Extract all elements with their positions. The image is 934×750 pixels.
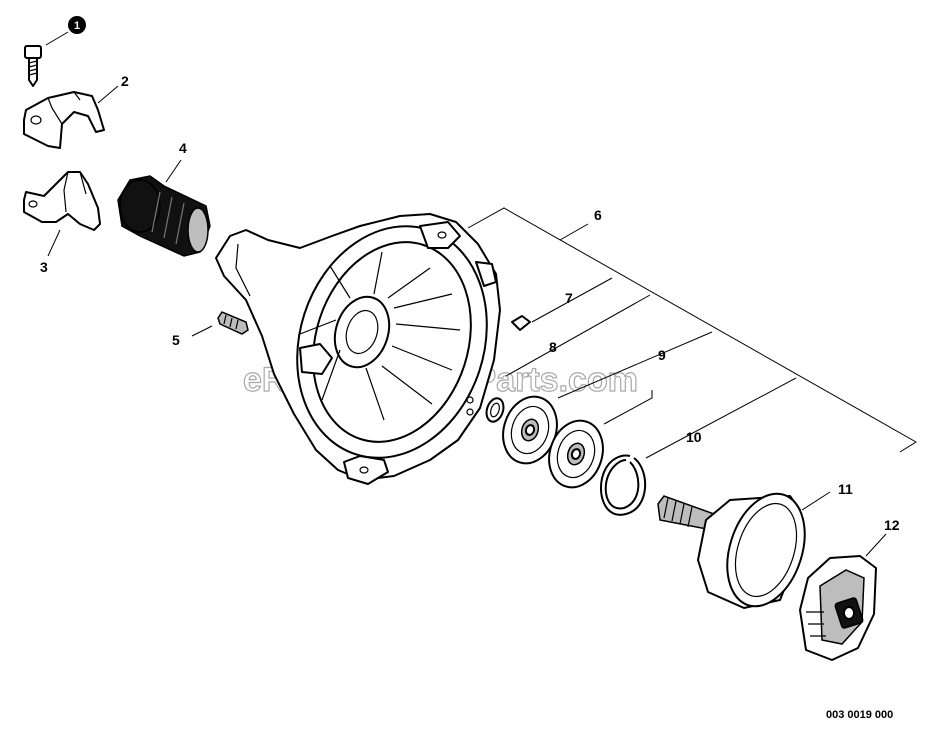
callout-11: 11 <box>838 481 853 497</box>
callout-badge-1: 1 <box>68 16 86 34</box>
part-4-sleeve <box>117 175 211 257</box>
callout-12: 12 <box>884 517 900 533</box>
callout-5: 5 <box>172 332 180 348</box>
callout-6: 6 <box>594 207 602 223</box>
leader-11 <box>801 491 831 511</box>
svg-text:1: 1 <box>74 20 80 32</box>
leader-2 <box>97 85 119 104</box>
part-1-bolt <box>24 45 42 87</box>
leader-6 <box>559 223 589 241</box>
leader-5 <box>191 325 213 337</box>
leader-8 <box>505 294 651 377</box>
leader-7 <box>531 277 613 323</box>
callout-8: 8 <box>549 339 557 355</box>
callout-10: 10 <box>686 429 702 445</box>
callout-9: 9 <box>658 347 666 363</box>
callout-3: 3 <box>40 259 48 275</box>
part-7-pin <box>511 315 531 331</box>
leader-9 <box>557 331 713 425</box>
part-11-clutch-drum <box>657 492 806 609</box>
leader-4 <box>165 159 182 183</box>
leader-3 <box>47 229 61 257</box>
part-3-clamp <box>23 171 101 231</box>
leader-6-bracket <box>467 207 917 453</box>
leader-10 <box>645 377 797 459</box>
part-8-ring <box>485 397 505 423</box>
callout-7: 7 <box>565 290 573 306</box>
part-6-fan-housing <box>215 213 501 485</box>
part-10-snap-ring <box>600 454 647 516</box>
part-12-clutch <box>799 555 877 661</box>
part-5-screw <box>217 311 249 335</box>
leader-12 <box>865 533 887 557</box>
part-2-clamp <box>23 91 105 149</box>
leader-1 <box>45 31 69 46</box>
callout-2: 2 <box>121 73 129 89</box>
part-9-bearing-b <box>548 419 604 489</box>
drawing-number: 003 0019 000 <box>826 709 893 721</box>
callout-4: 4 <box>179 140 187 156</box>
